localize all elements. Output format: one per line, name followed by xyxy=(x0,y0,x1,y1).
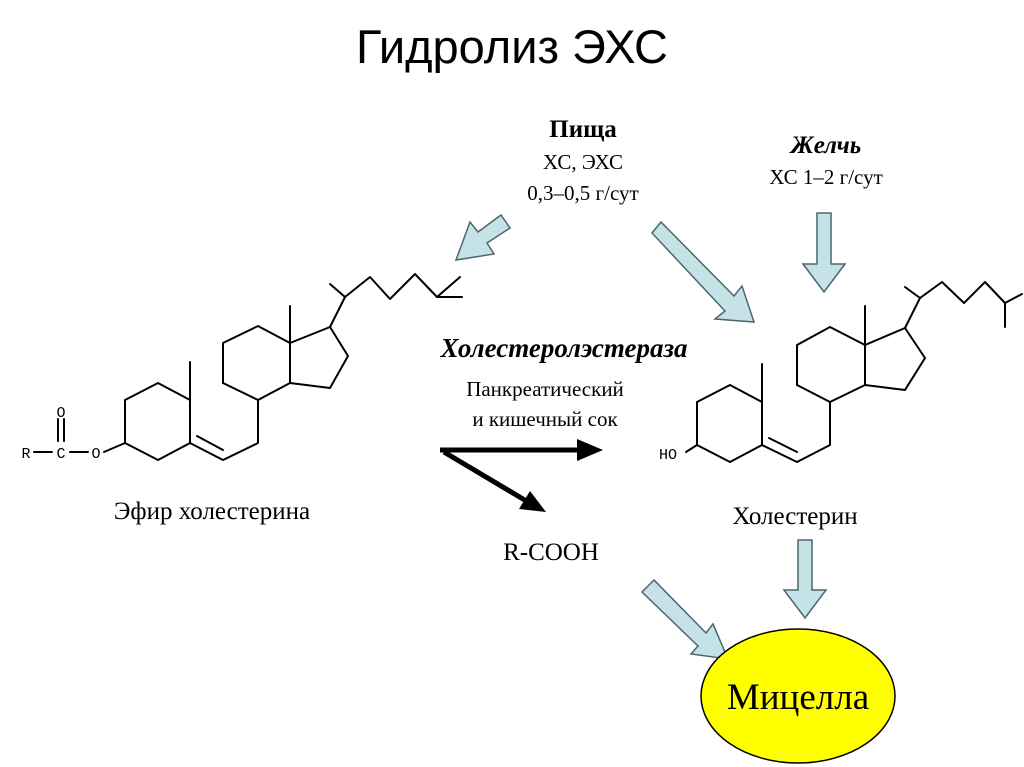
enzyme-source-line1: Панкреатический xyxy=(466,377,624,401)
enzyme-name: Холестеролэстераза xyxy=(439,333,687,363)
cholesterol-atom-ho: HO xyxy=(659,447,677,464)
rcooh-to-micelle-arrow xyxy=(640,578,730,660)
page-title: Гидролиз ЭХС xyxy=(356,20,668,73)
ester-atom-o-carbonyl: O xyxy=(56,405,65,422)
byproduct-label: R-COOH xyxy=(503,539,599,566)
ester-atom-labels: R C O O xyxy=(21,405,100,463)
food-to-ester-arrow xyxy=(454,213,512,261)
byproduct-arrowhead xyxy=(519,491,546,512)
cholesterol-structure xyxy=(685,281,1023,463)
food-amount: 0,3–0,5 г/сут xyxy=(527,181,638,205)
food-content: ХС, ЭХС xyxy=(543,150,623,174)
food-to-cholesterol-arrow xyxy=(651,220,756,323)
enzyme-source-line2: и кишечный сок xyxy=(472,407,618,431)
bile-content: ХС 1–2 г/сут xyxy=(769,165,883,189)
reaction-arrows xyxy=(440,439,603,512)
bile-label: Желчь xyxy=(789,132,861,159)
bile-to-cholesterol-arrow xyxy=(801,212,847,294)
product-arrowhead xyxy=(577,439,603,461)
micelle-label: Мицелла xyxy=(727,677,869,718)
ester-caption: Эфир холестерина xyxy=(114,498,310,525)
ester-atom-r: R xyxy=(21,446,30,463)
micelle-ellipse xyxy=(700,628,896,764)
food-label: Пища xyxy=(549,116,617,143)
cholesterol-caption: Холестерин xyxy=(732,503,857,530)
ester-atom-c: C xyxy=(56,446,65,463)
cholesterol-to-micelle-arrow xyxy=(782,539,828,620)
cholesterol-ester-structure xyxy=(33,273,463,461)
ester-atom-o: O xyxy=(91,446,100,463)
